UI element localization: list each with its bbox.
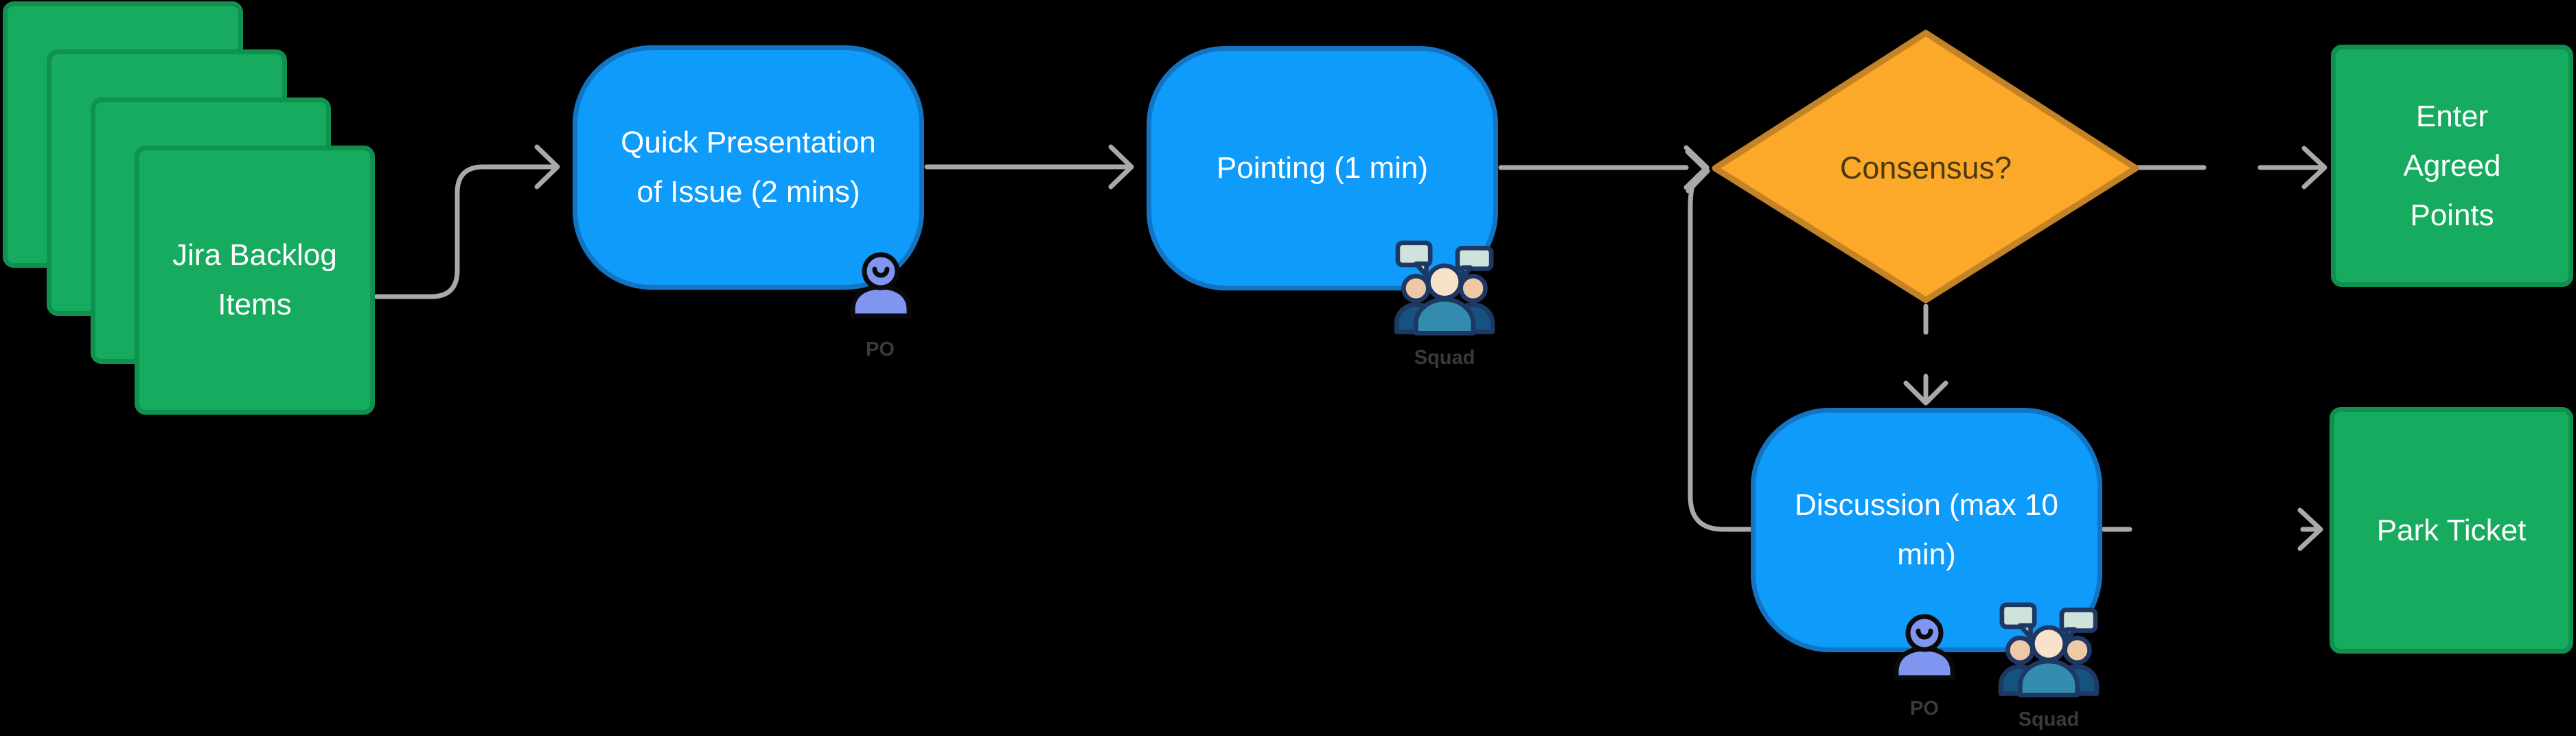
- connector-jira-to-presentation: [373, 164, 559, 299]
- arrowhead-into-pointing: [1108, 144, 1134, 189]
- po-actor-label: PO: [1910, 698, 1939, 720]
- arrowhead-into-discussion: [1903, 380, 1948, 406]
- enter-agreed-points-line1: Enter: [2415, 99, 2489, 133]
- discussion-label-line2: min): [1897, 538, 1956, 571]
- squad-actor-label: Squad: [2018, 709, 2080, 731]
- consensus-diamond: [1712, 30, 2139, 303]
- quick-presentation-label-line2: of Issue (2 mins): [636, 175, 860, 209]
- pointing-label: Pointing (1 min): [1216, 151, 1429, 185]
- jira-backlog-label-line1: Jira Backlog: [172, 238, 337, 272]
- arrowhead-loop-into-consensus: [1685, 149, 1710, 194]
- jira-backlog-node: Jira Backlog Items: [135, 146, 375, 415]
- park-ticket-label: Park Ticket: [2376, 513, 2527, 547]
- jira-backlog-label-line2: Items: [218, 288, 292, 321]
- arrowhead-into-park: [2297, 507, 2323, 551]
- discussion-label-line1: Discussion (max 10: [1795, 488, 2058, 522]
- arrowhead-into-presentation: [534, 144, 560, 189]
- quick-presentation-label-line1: Quick Presentation: [621, 126, 876, 159]
- quick-presentation-node: Quick Presentation of Issue (2 mins): [573, 45, 924, 290]
- enter-agreed-points-node: Enter Agreed Points: [2331, 45, 2573, 287]
- po-actor-label: PO: [866, 338, 895, 360]
- pointing-node: Pointing (1 min): [1147, 46, 1498, 290]
- squad-icon: [1997, 602, 2101, 698]
- enter-agreed-points-line3: Points: [2410, 198, 2494, 232]
- consensus-label: Consensus?: [1839, 150, 2012, 185]
- squad-actor-label: Squad: [1414, 347, 1475, 369]
- squad-icon: [1392, 240, 1497, 336]
- park-ticket-node: Park Ticket: [2330, 407, 2573, 654]
- connector-discussion-loop-to-consensus: [1688, 170, 1753, 532]
- arrowhead-into-enter-points: [2301, 146, 2327, 189]
- enter-agreed-points-line2: Agreed: [2403, 148, 2501, 183]
- po-icon: [850, 251, 912, 320]
- po-icon: [1894, 613, 1955, 682]
